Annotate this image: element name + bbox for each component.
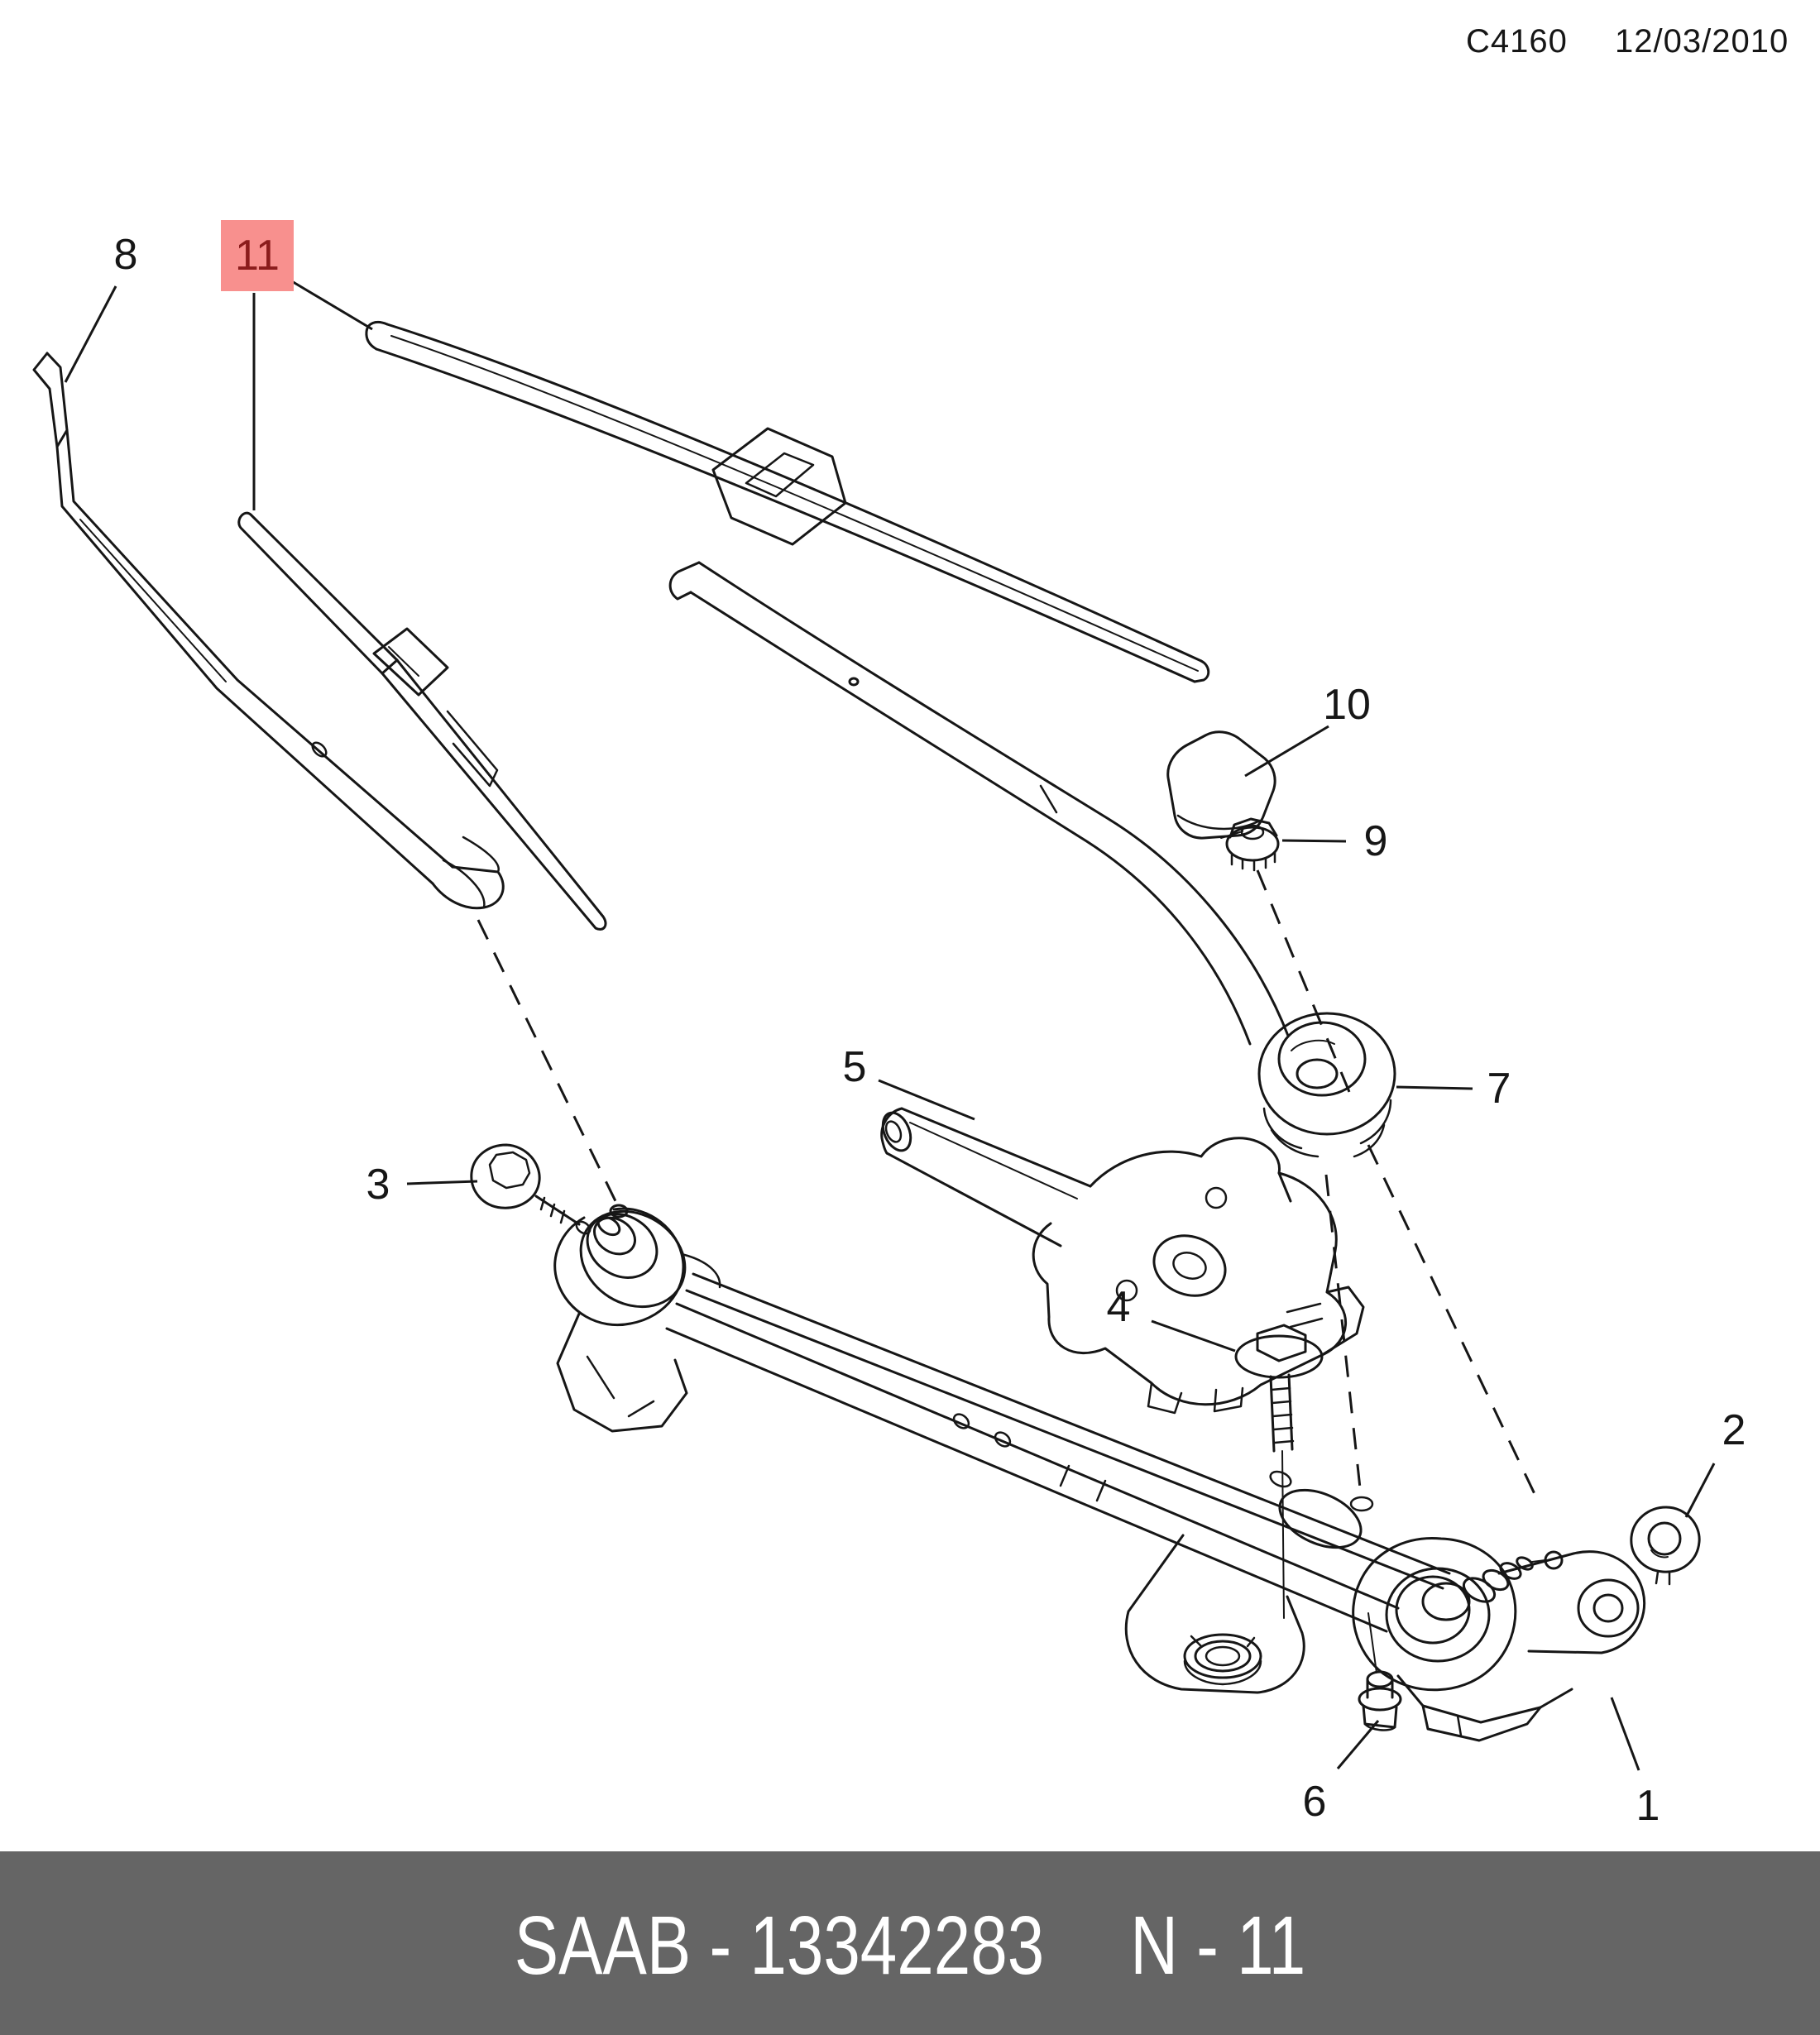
alignment-dashed-line xyxy=(1324,1174,1363,1496)
callout-leader-line xyxy=(1396,1085,1473,1090)
alignment-dashed-line xyxy=(1367,1144,1537,1496)
mount-nut-right xyxy=(1630,1506,1701,1586)
callout-label-11[interactable]: 11 xyxy=(221,220,294,291)
wiper-blade-left xyxy=(237,511,607,931)
callout-leader-line xyxy=(285,276,373,331)
callout-leader-line xyxy=(1244,725,1329,778)
callout-label-3[interactable]: 3 xyxy=(366,1161,390,1209)
callout-leader-line xyxy=(1281,839,1347,843)
callout-leader-line xyxy=(1684,1463,1716,1518)
callout-leader-line xyxy=(878,1079,975,1121)
linkage-pivot-right xyxy=(1352,1537,1645,1742)
callout-label-7[interactable]: 7 xyxy=(1487,1065,1511,1113)
wiper-arm-right xyxy=(668,561,1396,1158)
callout-label-9[interactable]: 9 xyxy=(1363,817,1388,865)
drawing-date: 12/03/2010 xyxy=(1615,23,1789,60)
callout-leader-line xyxy=(1610,1697,1640,1771)
footer-brand-and-part: SAAB - 13342283 xyxy=(514,1899,1045,1992)
linkage-pivot-left xyxy=(553,1204,721,1433)
callout-label-4[interactable]: 4 xyxy=(1106,1283,1131,1331)
mount-bolt-lower xyxy=(1358,1612,1402,1731)
callout-leader-line xyxy=(64,285,117,383)
callout-label-1[interactable]: 1 xyxy=(1636,1782,1660,1830)
callout-label-8[interactable]: 8 xyxy=(113,231,138,279)
alignment-foot xyxy=(1349,1496,1374,1512)
wiper-blade-right xyxy=(365,320,1210,683)
callout-label-10[interactable]: 10 xyxy=(1323,681,1371,729)
alignment-dashed-line xyxy=(1256,869,1355,1103)
linkage-frame xyxy=(665,1272,1451,1694)
alignment-dashed-line xyxy=(477,919,619,1205)
linkage-nut-left xyxy=(470,1143,592,1235)
drawing-code: C4160 xyxy=(1466,23,1568,60)
callout-leader-line xyxy=(1336,1720,1380,1769)
part-number-text: SAAB - 13342283 N - 11 xyxy=(182,1904,1638,1987)
mount-bolt-center xyxy=(1234,1324,1324,1619)
pivot-nut xyxy=(1225,817,1280,872)
callout-label-5[interactable]: 5 xyxy=(842,1043,867,1091)
footer-reference: N - 11 xyxy=(1130,1899,1306,1992)
wiper-arm-left xyxy=(32,352,505,910)
callout-label-2[interactable]: 2 xyxy=(1722,1406,1746,1454)
callout-leader-line xyxy=(1151,1319,1236,1353)
callout-label-6[interactable]: 6 xyxy=(1302,1778,1327,1826)
callout-leader-line xyxy=(406,1180,478,1185)
part-number-bar: SAAB - 13342283 N - 11 xyxy=(0,1851,1820,2035)
